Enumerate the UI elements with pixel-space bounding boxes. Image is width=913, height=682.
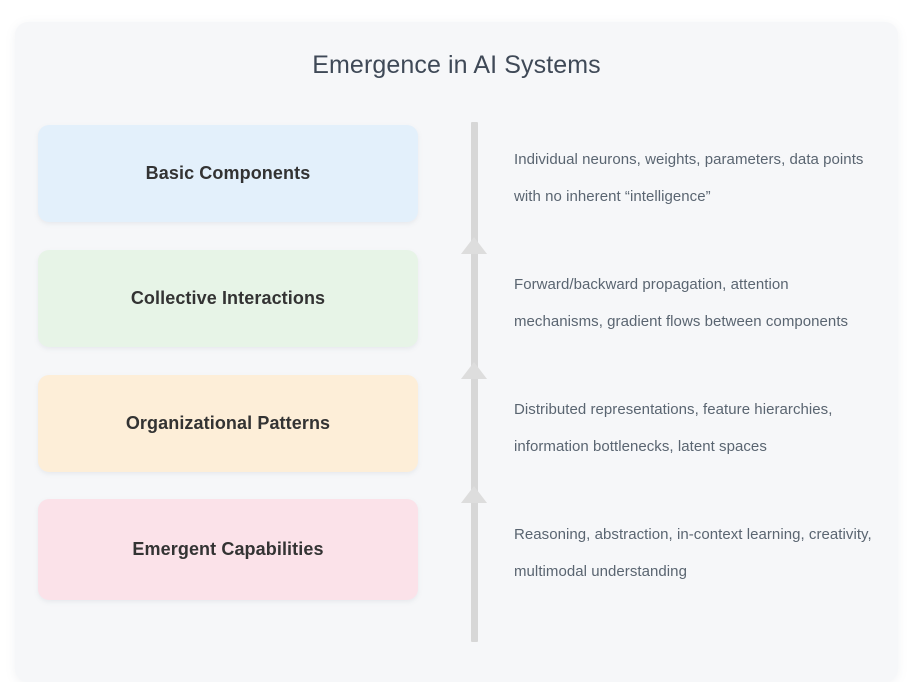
arrow-up-icon: [461, 237, 487, 254]
stage-label: Organizational Patterns: [125, 413, 331, 433]
arrow-up-icon: [461, 362, 487, 379]
stage-label: Basic Components: [145, 163, 311, 183]
stage-box-emergent-capabilities[interactable]: Emergent Capabilities: [38, 499, 418, 600]
stage-label: Collective Interactions: [130, 288, 326, 308]
diagram-card: Emergence in AI Systems Basic Components…: [15, 22, 898, 682]
axis-line: [471, 122, 478, 642]
stage-box-basic-components[interactable]: Basic Components: [38, 125, 418, 222]
emergence-diagram: Basic Components Collective Interactions…: [15, 22, 898, 682]
stage-box-collective-interactions[interactable]: Collective Interactions: [38, 250, 418, 347]
arrow-up-icon: [461, 486, 487, 503]
stage-box-organizational-patterns[interactable]: Organizational Patterns: [38, 375, 418, 472]
stage-description-organizational-patterns: Distributed representations, feature hie…: [514, 401, 833, 455]
stage-label: Emergent Capabilities: [132, 539, 324, 559]
emergence-axis: [458, 122, 490, 642]
stage-description-emergent-capabilities: Reasoning, abstraction, in-context learn…: [514, 526, 872, 580]
page-title: Emergence in AI Systems: [312, 51, 601, 79]
stage-description-collective-interactions: Forward/backward propagation, attention …: [514, 276, 849, 330]
stage-description-basic-components: Individual neurons, weights, parameters,…: [514, 151, 864, 205]
